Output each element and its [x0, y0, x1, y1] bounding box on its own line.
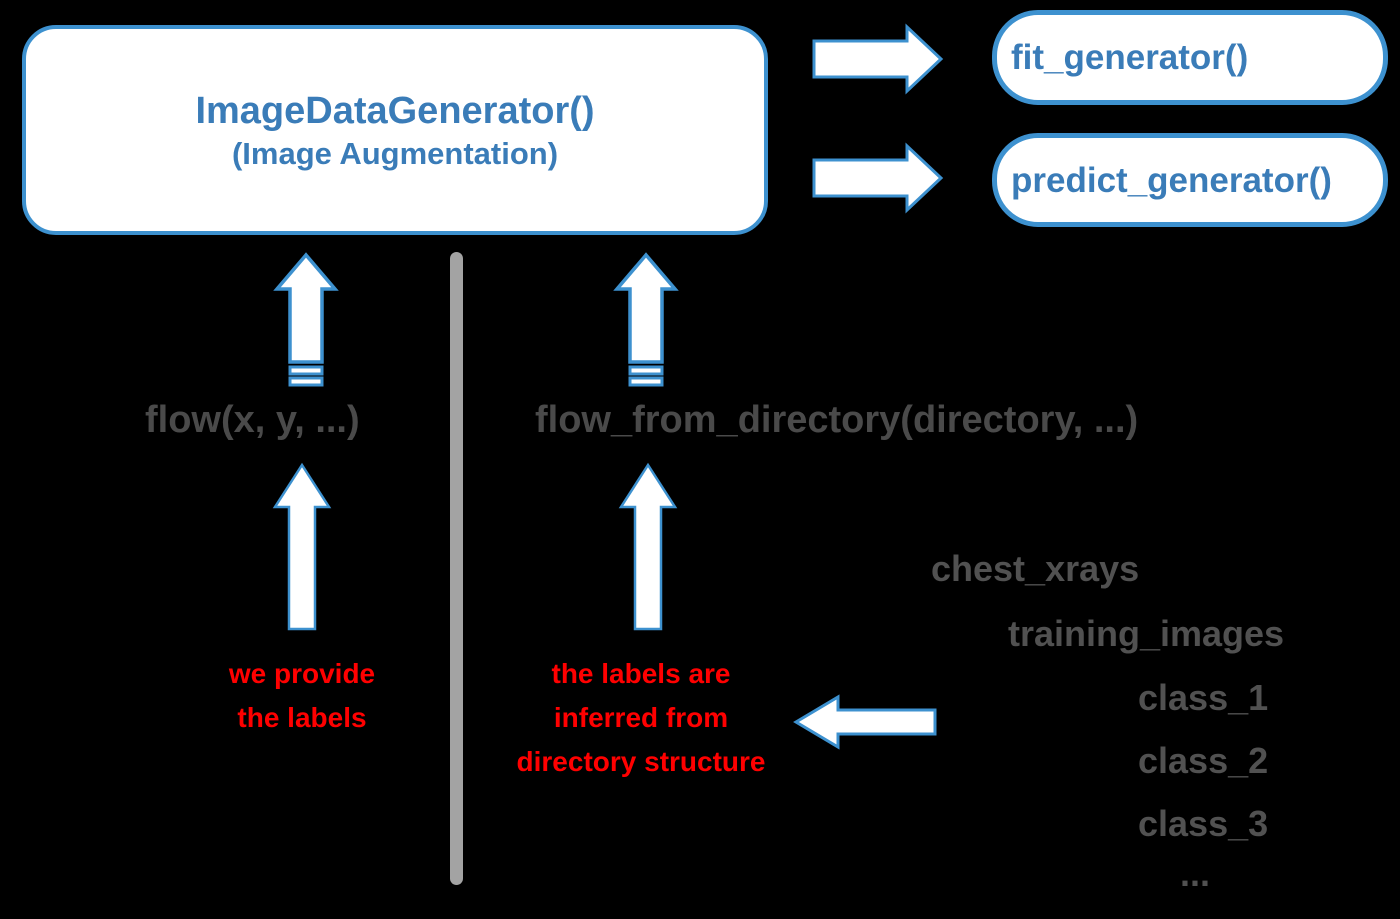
up-arrow-icon: [618, 462, 678, 631]
image-data-generator-box: ImageDataGenerator() (Image Augmentation…: [22, 25, 768, 235]
flow-from-directory-method-label: flow_from_directory(directory, ...): [535, 399, 1139, 441]
up-arrow-icon: [272, 462, 332, 631]
dir-item-chest-xrays: chest_xrays: [931, 548, 1140, 589]
right-arrow-icon: [812, 142, 944, 214]
note-line: we provide: [228, 658, 376, 689]
section-divider: [450, 252, 463, 885]
predict-generator-box: predict_generator(): [992, 133, 1388, 227]
flow-from-directory-note: the labels are inferred from directory s…: [451, 652, 831, 784]
dir-item-class-2: class_2: [1138, 740, 1269, 781]
dir-item-class-1: class_1: [1138, 677, 1269, 718]
note-line: the labels: [237, 702, 367, 733]
fit-generator-label: fit_generator(): [1011, 38, 1249, 77]
note-line: inferred from: [553, 702, 729, 733]
note-line: the labels are: [551, 658, 731, 689]
striped-up-arrow-icon: [613, 252, 679, 387]
predict-generator-label: predict_generator(): [1011, 160, 1332, 200]
fit-generator-box: fit_generator(): [992, 10, 1388, 105]
dir-item-ellipsis: ...: [1180, 853, 1211, 894]
flow-note: we provide the labels: [162, 652, 442, 740]
left-arrow-icon: [793, 694, 937, 750]
main-box-subtitle: (Image Augmentation): [231, 135, 559, 171]
note-line: directory structure: [516, 746, 766, 777]
main-box-title: ImageDataGenerator(): [195, 89, 595, 132]
striped-up-arrow-icon: [273, 252, 339, 387]
flow-method-label: flow(x, y, ...): [145, 399, 360, 441]
dir-item-training-images: training_images: [1008, 613, 1285, 654]
dir-item-class-3: class_3: [1138, 803, 1269, 844]
right-arrow-icon: [812, 23, 944, 95]
